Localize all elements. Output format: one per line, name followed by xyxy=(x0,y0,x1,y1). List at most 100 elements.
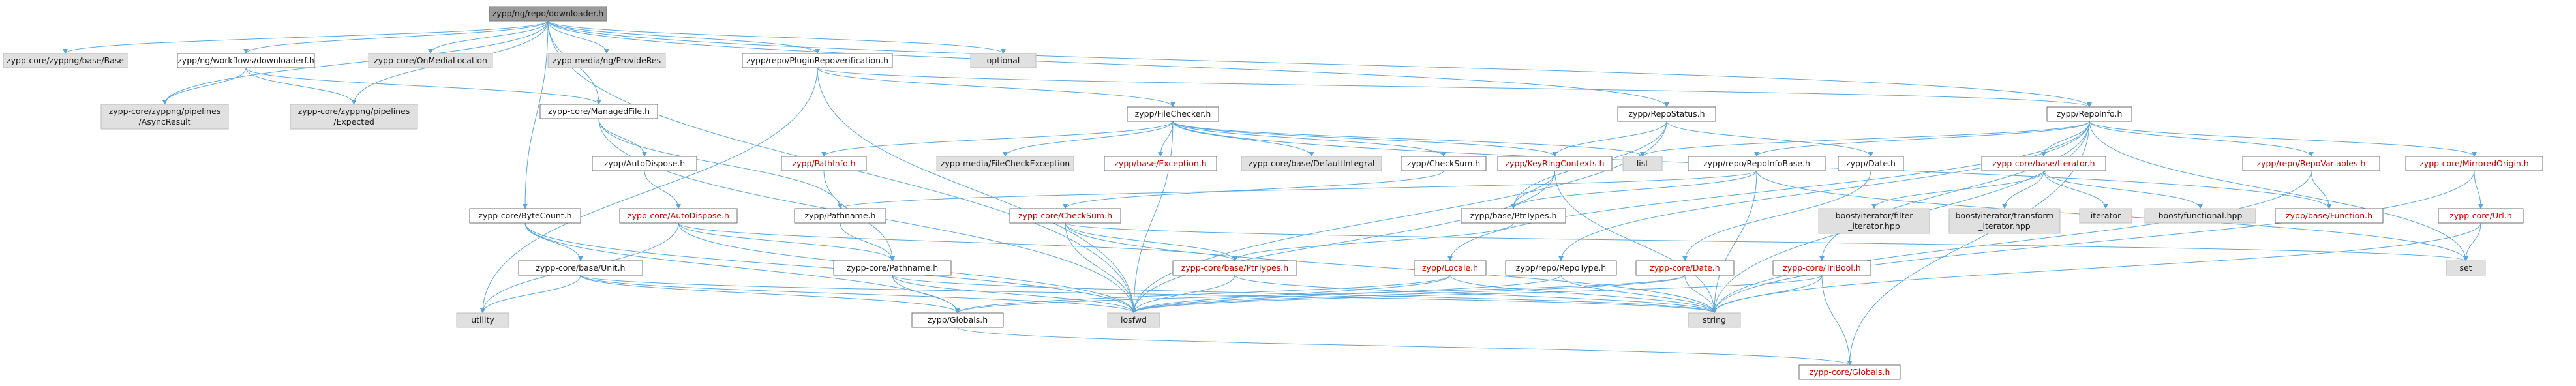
graph-node-asyncresult[interactable]: zypp-core/zyppng/pipelines/AsyncResult xyxy=(100,104,229,130)
graph-node-tribool[interactable]: zypp-core/TriBool.h xyxy=(1772,260,1871,276)
graph-node-date2[interactable]: zypp-core/Date.h xyxy=(1635,260,1735,276)
node-label: zypp-core/Globals.h xyxy=(1810,367,1890,377)
edge-filechecker-to-iosfwd xyxy=(1131,121,1174,314)
node-box xyxy=(1798,364,1901,380)
graph-node-functional[interactable]: boost/functional.hpp xyxy=(2144,208,2256,224)
graph-node-filechecker[interactable]: zypp/FileChecker.h xyxy=(1127,106,1219,122)
edge-checksum2-to-set xyxy=(1065,222,2468,261)
node-box xyxy=(1688,312,1741,328)
graph-node-locale[interactable]: zypp/Locale.h xyxy=(1414,260,1487,276)
edge-url-to-set xyxy=(2463,222,2481,261)
edge-unit-to-iosfwd xyxy=(580,275,1136,314)
edge-autodispose1-to-autodispose2 xyxy=(644,170,681,209)
node-label: zypp-core/AutoDispose.h xyxy=(628,211,729,220)
graph-node-checksum1[interactable]: zypp/CheckSum.h xyxy=(1401,156,1487,171)
graph-node-list[interactable]: list xyxy=(1622,156,1663,171)
graph-node-globals2[interactable]: zypp-core/Globals.h xyxy=(1798,364,1901,380)
graph-node-provideres[interactable]: zypp-media/ng/ProvideRes xyxy=(547,53,666,68)
edge-root-to-bytecount xyxy=(523,20,549,209)
graph-node-repotype[interactable]: zypp/repo/RepoType.h xyxy=(1505,260,1617,276)
graph-node-mirroredorigin[interactable]: zypp-core/MirroredOrigin.h xyxy=(2405,156,2543,171)
graph-node-defaultintegral[interactable]: zypp-core/base/DefaultIntegral xyxy=(1241,156,1382,171)
graph-node-pathname2[interactable]: zypp-core/Pathname.h xyxy=(833,260,952,276)
graph-node-set[interactable]: set xyxy=(2446,260,2486,276)
node-box xyxy=(1009,208,1121,224)
graph-node-repostatus[interactable]: zypp/RepoStatus.h xyxy=(1617,106,1716,122)
graph-node-repoinfobase[interactable]: zypp/repo/RepoInfoBase.h xyxy=(1688,156,1826,171)
graph-node-iterator[interactable]: zypp-core/base/Iterator.h xyxy=(1981,156,2106,171)
graph-node-url[interactable]: zypp-core/Url.h xyxy=(2438,208,2524,224)
edge-checksum2-to-ptrtypes2 xyxy=(1065,222,1237,261)
edge-date1-to-date2 xyxy=(1682,170,1871,261)
edge-autodispose2-to-pathname2 xyxy=(678,222,895,261)
graph-node-zc_base[interactable]: zypp-core/zyppng/base/Base xyxy=(3,53,128,68)
graph-node-iteratorstd[interactable]: iterator xyxy=(2079,208,2132,224)
edge-repotype-to-iosfwd xyxy=(1131,275,1562,314)
node-box xyxy=(1688,156,1826,171)
node-label: zypp/Date.h xyxy=(1846,158,1896,168)
node-box xyxy=(1948,208,2061,234)
graph-node-autodispose1[interactable]: zypp/AutoDispose.h xyxy=(592,156,697,171)
edge-root-to-zc_base xyxy=(63,20,549,54)
node-label: _iterator.hpp xyxy=(1978,221,2030,231)
node-label: zypp/ng/workflows/downloaderf.h xyxy=(177,55,314,65)
graph-node-wf[interactable]: zypp/ng/workflows/downloaderf.h xyxy=(177,53,315,68)
graph-node-utility[interactable]: utility xyxy=(456,312,509,328)
graph-node-string[interactable]: string xyxy=(1688,312,1741,328)
node-box xyxy=(1818,208,1930,234)
edge-bytecount-to-unit xyxy=(524,222,583,261)
graph-node-keyring[interactable]: zypp/KeyRingContexts.h xyxy=(1497,156,1613,171)
node-label: utility xyxy=(471,315,494,325)
graph-node-baseexception[interactable]: zypp/base/Exception.h xyxy=(1104,156,1217,171)
graph-node-globals1[interactable]: zypp/Globals.h xyxy=(911,312,1004,328)
graph-node-repovars[interactable]: zypp/repo/RepoVariables.h xyxy=(2242,156,2380,171)
edge-keyring-to-string xyxy=(1554,170,1717,314)
node-box xyxy=(1635,260,1735,276)
graph-node-ptrtypes1[interactable]: zypp/base/PtrTypes.h xyxy=(1461,208,1566,224)
graph-node-pathname1[interactable]: zypp/Pathname.h xyxy=(794,208,886,224)
edge-root-to-repoinfo xyxy=(547,20,2092,108)
graph-node-autodispose2[interactable]: zypp-core/AutoDispose.h xyxy=(619,208,738,224)
graph-node-fcexception[interactable]: zypp-media/FileCheckException xyxy=(936,156,1074,171)
node-label: zypp/PathInfo.h xyxy=(793,158,856,168)
graph-node-filteriter[interactable]: boost/iterator/filter_iterator.hpp xyxy=(1818,208,1930,234)
node-label: zypp-core/base/DefaultIntegral xyxy=(1249,158,1375,168)
node-box xyxy=(2438,208,2524,224)
graph-node-date1[interactable]: zypp/Date.h xyxy=(1838,156,1904,171)
node-label: iterator xyxy=(2091,211,2121,220)
edge-repoinfo-to-tribool xyxy=(1819,121,2090,261)
graph-node-function[interactable]: zypp/base/Function.h xyxy=(2275,208,2384,224)
graph-node-unit[interactable]: zypp-core/base/Unit.h xyxy=(518,260,643,276)
graph-node-expected[interactable]: zypp-core/zyppng/pipelines/Expected xyxy=(290,104,418,130)
node-label: /Expected xyxy=(333,117,374,126)
graph-node-managedfile[interactable]: zypp-core/ManagedFile.h xyxy=(539,104,658,119)
node-box xyxy=(456,312,509,328)
edge-repoinfobase-to-pathname1 xyxy=(838,170,1757,209)
node-box xyxy=(1127,106,1219,122)
graph-node-ptrtypes2[interactable]: zypp-core/base/PtrTypes.h xyxy=(1172,260,1297,276)
graph-node-bytecount[interactable]: zypp-core/ByteCount.h xyxy=(469,208,581,224)
graph-node-pluginrepo[interactable]: zypp/repo/PluginRepoverification.h xyxy=(742,53,893,68)
edge-wf-to-managedfile xyxy=(245,67,601,105)
node-box xyxy=(539,104,658,119)
edge-locale-to-globals1 xyxy=(955,275,1451,314)
edge-iterator-to-iteratorstd xyxy=(2043,170,2108,209)
graph-node-pathinfo[interactable]: zypp/PathInfo.h xyxy=(781,156,867,171)
graph-node-optional[interactable]: optional xyxy=(970,53,1037,68)
edge-repoinfobase-to-ptrtypes1 xyxy=(1511,170,1757,209)
edge-pluginrepo-to-utility xyxy=(480,67,818,314)
graph-node-root[interactable]: zypp/ng/repo/downloader.h xyxy=(489,6,607,22)
node-box xyxy=(2144,208,2256,224)
graph-node-omlocation[interactable]: zypp-core/OnMediaLocation xyxy=(368,53,493,68)
graph-node-iosfwd[interactable]: iosfwd xyxy=(1107,312,1160,328)
edge-filechecker-to-checksum1 xyxy=(1172,121,1446,157)
graph-node-transformiter[interactable]: boost/iterator/transform_iterator.hpp xyxy=(1948,208,2061,234)
graph-node-repoinfo[interactable]: zypp/RepoInfo.h xyxy=(2046,106,2132,122)
node-label: zypp-core/CheckSum.h xyxy=(1018,211,1112,220)
edge-locale-to-iosfwd xyxy=(1131,275,1451,314)
edge-locale-to-string xyxy=(1449,275,1717,314)
node-label: zypp-core/Url.h xyxy=(2449,211,2511,220)
node-label: zypp/repo/RepoVariables.h xyxy=(2257,158,2366,168)
graph-node-checksum2[interactable]: zypp-core/CheckSum.h xyxy=(1009,208,1121,224)
node-box xyxy=(619,208,738,224)
